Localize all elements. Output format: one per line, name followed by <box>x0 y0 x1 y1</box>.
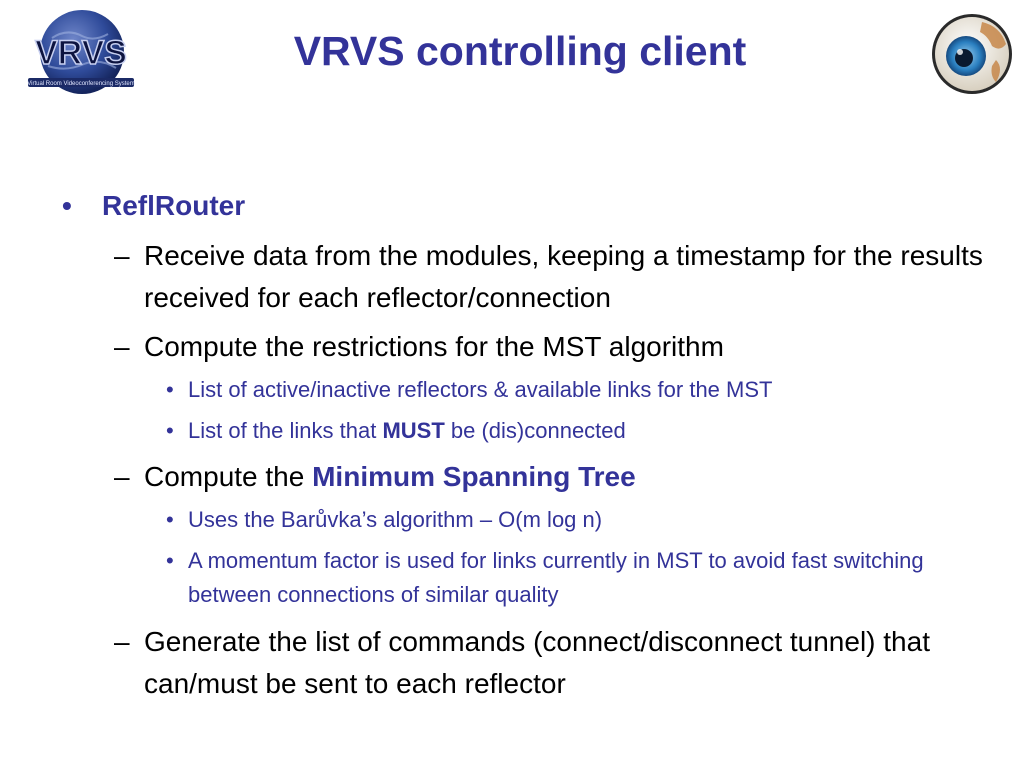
dash-marker: – <box>114 461 130 492</box>
eye-globe-logo-icon <box>930 12 1014 96</box>
vrvs-logo-caption: Virtual Room Videoconferencing System <box>27 81 135 87</box>
bullet-text-active-reflectors: List of active/inactive reflectors & ava… <box>188 377 773 402</box>
list-item: – Compute the Minimum Spanning Tree <box>114 456 1014 498</box>
vrvs-logo-text: VRVS <box>35 34 127 72</box>
list-item: – Generate the list of commands (connect… <box>114 621 1014 705</box>
bullet-text-compute-restrictions: Compute the restrictions for the MST alg… <box>144 331 724 362</box>
bullet-marker: • <box>166 507 174 532</box>
list-item: – Compute the restrictions for the MST a… <box>114 326 1014 368</box>
bullet-text-momentum: A momentum factor is used for links curr… <box>188 548 924 607</box>
emphasis-mst: Minimum Spanning Tree <box>312 461 636 492</box>
text-run: Compute the <box>144 461 313 492</box>
bullet-text-links-must: List of the links that MUST be (dis)conn… <box>188 414 986 448</box>
dash-marker: – <box>114 240 130 271</box>
bullet-marker: • <box>166 548 174 573</box>
bullet-text-baruvka: Uses the Barůvka’s algorithm – O(m log n… <box>188 507 603 532</box>
page-title: VRVS controlling client <box>293 28 747 74</box>
bullet-marker: • <box>62 190 72 221</box>
bullet-text-receive-data: Receive data from the modules, keeping a… <box>144 240 983 313</box>
text-run: List of the links that <box>188 418 383 443</box>
list-item: • Uses the Barůvka’s algorithm – O(m log… <box>166 503 986 537</box>
bullet-text-compute-mst: Compute the Minimum Spanning Tree <box>144 456 1014 498</box>
list-item: • ReflRouter <box>62 188 962 224</box>
text-run: be (dis)connected <box>444 418 626 443</box>
list-item: • List of the links that MUST be (dis)co… <box>166 414 986 448</box>
dash-marker: – <box>114 331 130 362</box>
vrvs-globe-logo-icon: VRVS Virtual Room Videoconferencing Syst… <box>22 8 140 96</box>
bullet-text-reflrouter: ReflRouter <box>102 190 246 221</box>
bullet-text-generate-commands: Generate the list of commands (connect/d… <box>144 626 930 699</box>
list-item: • A momentum factor is used for links cu… <box>166 544 986 612</box>
emphasis-must: MUST <box>382 418 445 443</box>
bullet-marker: • <box>166 377 174 402</box>
bullet-marker: • <box>166 418 174 443</box>
list-item: • List of active/inactive reflectors & a… <box>166 373 986 407</box>
dash-marker: – <box>114 626 130 657</box>
list-item: – Receive data from the modules, keeping… <box>114 235 1014 319</box>
